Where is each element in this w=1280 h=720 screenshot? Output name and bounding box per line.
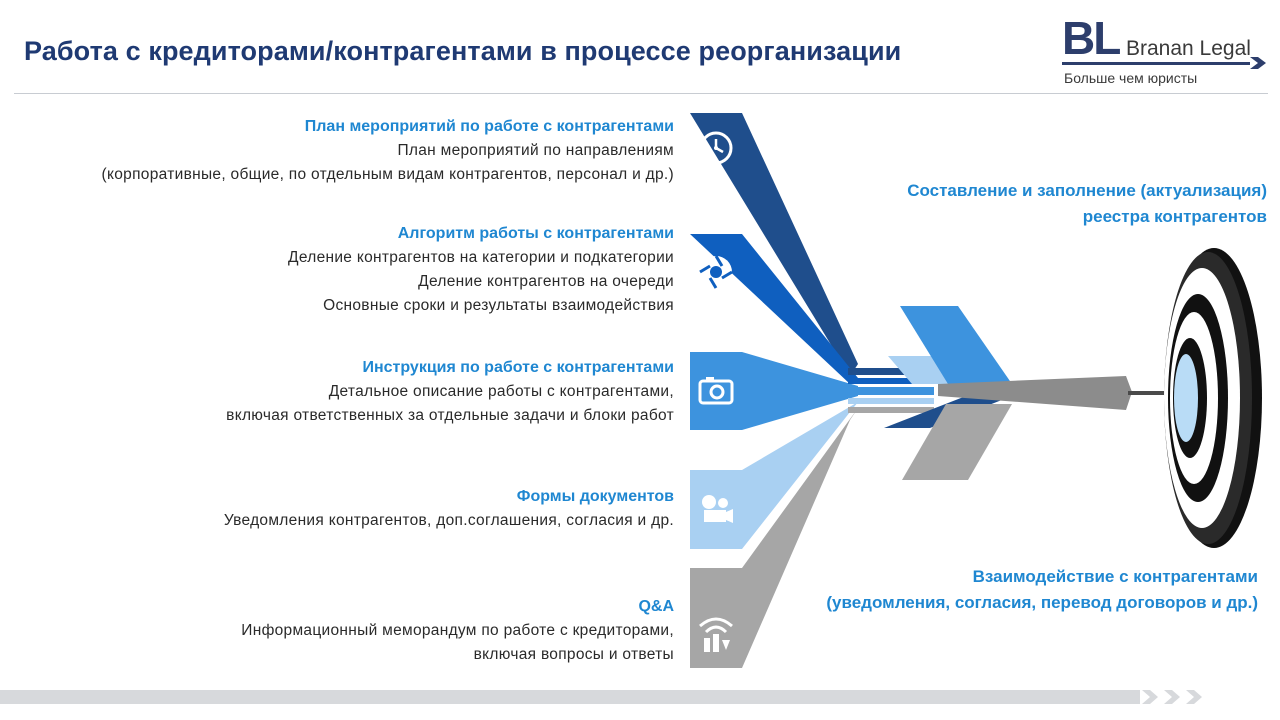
chevron-right-icon [1186,690,1202,704]
logo-arrow-icon [1250,57,1266,69]
shaft-stripe-3 [848,387,934,395]
block-heading: Формы документов [516,488,674,505]
aperture-icon [699,255,733,289]
film-camera-icon [702,495,733,523]
label-registry-line: Составление и заполнение (актуализация) [907,181,1267,200]
ribbon-5 [690,408,858,668]
block-line: включая ответственных за отдельные задач… [226,407,674,424]
shaft-stripe-2 [848,378,934,384]
arrow-tip [1128,391,1180,395]
clock-icon [699,131,733,165]
block-heading: План мероприятий по работе с контрагента… [304,118,674,135]
fletch-top-back [888,356,960,384]
label-interaction: Взаимодействие с контрагентами (уведомле… [826,564,1258,616]
block-line: Деление контрагентов на категории и подк… [288,249,674,266]
shaft-stripe-4 [848,398,934,404]
label-registry-line: реестра контрагентов [1082,207,1267,226]
page-title: Работа с кредиторами/контрагентами в про… [24,36,902,66]
block-line: (корпоративные, общие, по отдельным вида… [101,166,674,183]
logo-underline [1062,62,1250,65]
shaft-stripe-1 [848,368,934,375]
block-document-forms: Формы документов Уведомления контрагенто… [14,485,674,533]
fletch-bottom [902,404,1012,480]
footer-bar [0,690,1140,704]
block-line: Детальное описание работы с контрагентам… [328,383,674,400]
logo-tagline: Больше чем юристы [1064,70,1198,86]
chevron-right-icon [1142,690,1158,704]
company-logo: BL Branan Legal Больше чем юристы [1062,10,1268,90]
block-action-plan: План мероприятий по работе с контрагента… [14,115,674,187]
target [1164,248,1262,548]
shaft-stripe-5 [848,407,934,413]
logo-mark: BL [1062,12,1121,64]
block-line: Деление контрагентов на очереди [418,273,674,290]
label-interaction-line: (уведомления, согласия, перевод договоро… [826,593,1258,612]
block-line: Основные сроки и результаты взаимодейств… [323,297,674,314]
ribbon-1 [690,113,858,376]
ribbon-2 [690,234,858,384]
fletch-top [900,306,1012,384]
signal-download-icon [699,617,733,652]
label-interaction-line: Взаимодействие с контрагентами [972,567,1258,586]
label-registry: Составление и заполнение (актуализация) … [907,178,1267,230]
chevron-right-icon [1164,690,1180,704]
title-divider [14,93,1268,94]
block-line: включая вопросы и ответы [473,646,674,663]
block-qa: Q&A Информационный меморандум по работе … [14,595,674,667]
camera-icon [698,377,734,405]
block-line: Уведомления контрагентов, доп.соглашения… [223,512,674,529]
block-heading: Q&A [638,598,674,615]
logo-name: Branan Legal [1126,37,1251,60]
arrow-shaft [938,376,1132,410]
block-heading: Алгоритм работы с контрагентами [397,225,674,242]
ribbon-3 [690,352,858,430]
block-heading: Инструкция по работе с контрагентами [362,359,674,376]
block-line: Информационный меморандум по работе с кр… [241,622,674,639]
block-line: План мероприятий по направлениям [397,142,674,159]
block-instruction: Инструкция по работе с контрагентами Дет… [14,356,674,428]
block-algorithm: Алгоритм работы с контрагентами Деление … [14,222,674,318]
